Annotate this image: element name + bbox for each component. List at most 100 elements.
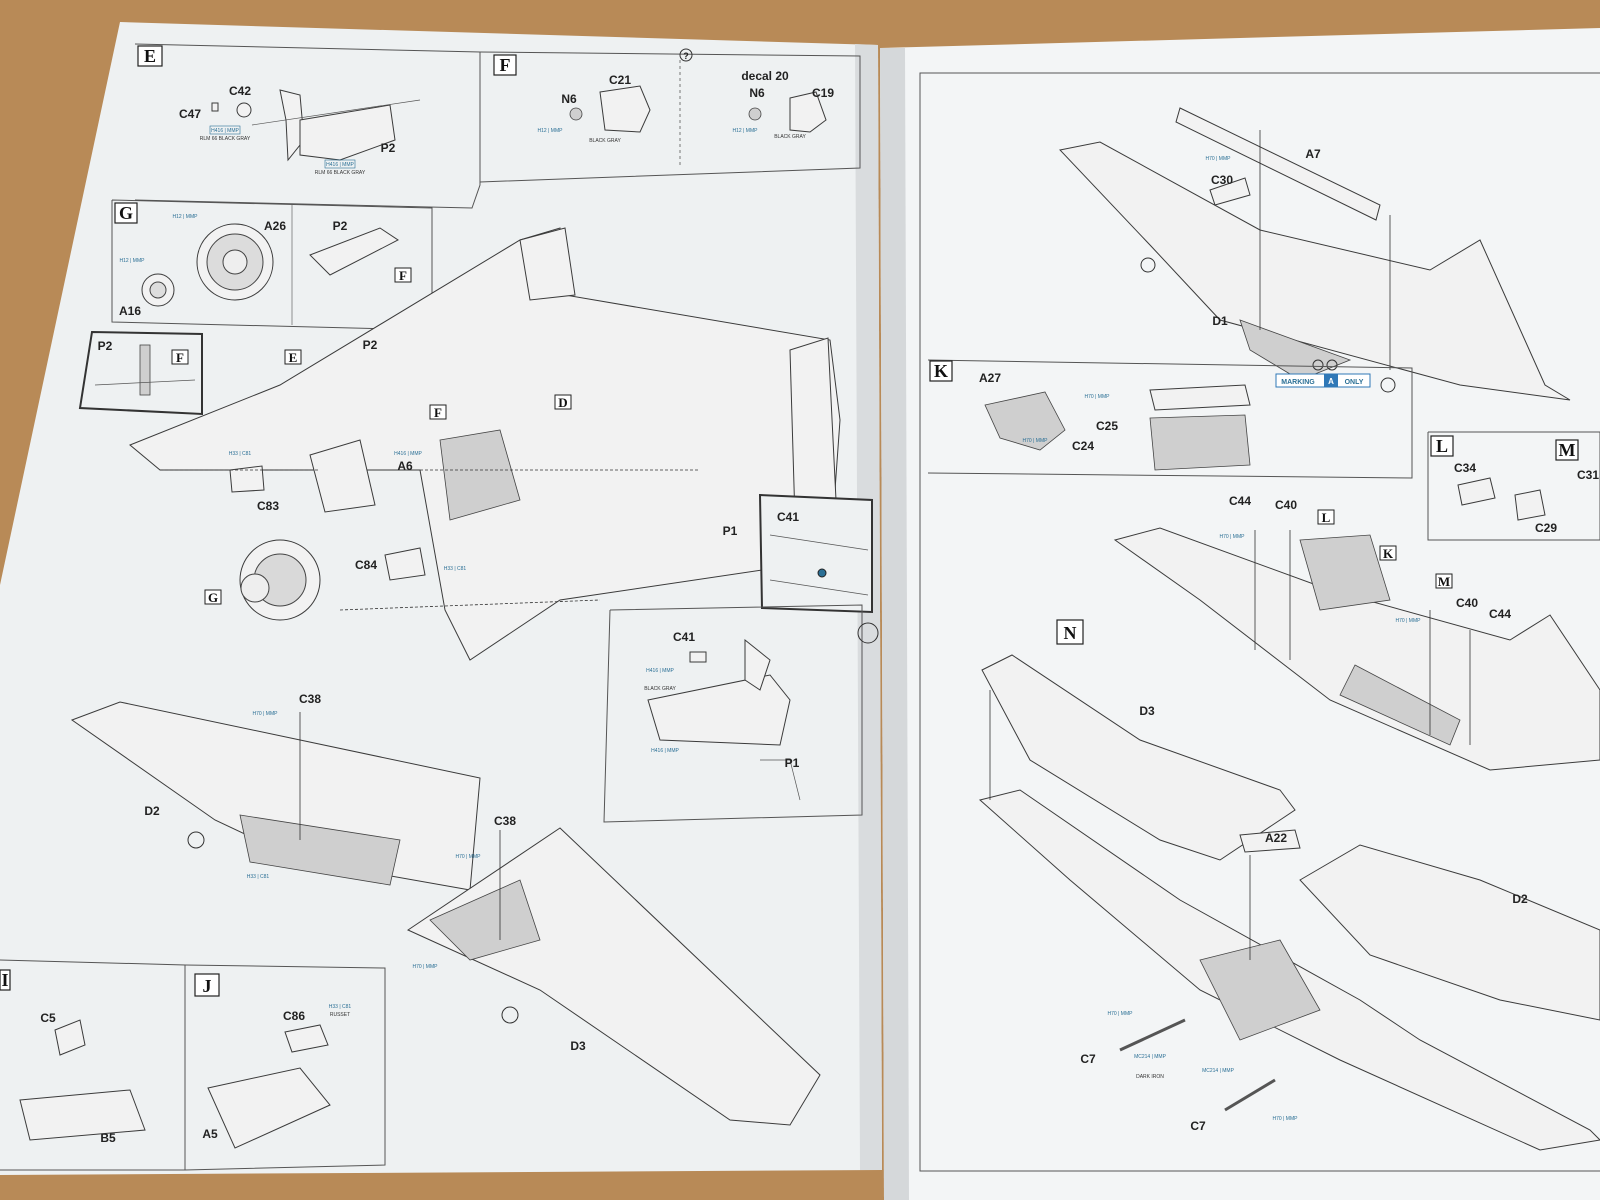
svg-text:C42: C42 <box>229 84 251 98</box>
svg-text:D2: D2 <box>144 804 160 818</box>
svg-text:BLACK GRAY: BLACK GRAY <box>589 138 621 144</box>
svg-text:D2: D2 <box>1512 892 1528 906</box>
svg-text:C44: C44 <box>1229 494 1251 508</box>
part-c42 <box>236 102 252 118</box>
c41-detail-inset: C41 <box>758 493 873 614</box>
svg-text:P2: P2 <box>363 338 378 352</box>
right-page-frame <box>919 72 1600 1172</box>
marking-a-only-badge: MARKING A ONLY <box>1275 359 1371 388</box>
svg-text:C38: C38 <box>299 692 321 706</box>
svg-text:A16: A16 <box>119 304 141 318</box>
svg-text:L: L <box>1322 510 1331 525</box>
paint-callout: H70 | MMP H33 | C81 <box>247 711 278 880</box>
step-f-panel: F ? C21 N6 decal 20 N6 C19 H12 | MMP BLA… <box>479 48 861 183</box>
svg-text:H70 | MMP: H70 | MMP <box>1273 1116 1299 1122</box>
svg-text:P1: P1 <box>785 756 800 770</box>
svg-text:C86: C86 <box>283 1009 305 1023</box>
svg-text:D1: D1 <box>1212 314 1228 328</box>
left-page <box>0 22 882 1175</box>
svg-text:P2: P2 <box>98 339 113 353</box>
svg-text:F: F <box>434 405 442 420</box>
svg-text:H70 | MMP: H70 | MMP <box>1023 438 1049 444</box>
part-c30 <box>1209 177 1251 206</box>
svg-text:H416 | MMP: H416 | MMP <box>651 748 679 754</box>
svg-text:RLM 66 BLACK GRAY: RLM 66 BLACK GRAY <box>315 170 366 176</box>
svg-text:A7: A7 <box>1305 147 1321 161</box>
svg-text:C83: C83 <box>257 499 279 513</box>
svg-text:C21: C21 <box>609 73 631 87</box>
svg-text:H12 | MMP: H12 | MMP <box>733 128 759 134</box>
part-a16 <box>141 273 175 307</box>
svg-text:A5: A5 <box>202 1127 218 1141</box>
svg-text:B5: B5 <box>100 1131 116 1145</box>
step-j-panel: J C86 A5 H33 | C81 RUSSET <box>184 964 386 1171</box>
part-c86 <box>284 1024 329 1053</box>
step-e-panel: E C42 C47 P2 H416 | MMP RLM 66 BLACK GRA… <box>134 43 481 209</box>
step-j-letter: J <box>203 976 212 996</box>
step-e-letter: E <box>144 46 156 66</box>
fuselage-panel-p2 <box>299 104 396 161</box>
svg-text:H70 | MMP: H70 | MMP <box>456 854 482 860</box>
svg-text:F: F <box>176 350 184 365</box>
svg-text:DARK IRON: DARK IRON <box>1136 1074 1164 1080</box>
svg-text:H70 | MMP: H70 | MMP <box>1085 394 1111 400</box>
svg-text:D3: D3 <box>1139 704 1155 718</box>
svg-text:H416 | MMP: H416 | MMP <box>646 668 674 674</box>
paint-callout: H33 | C81 H416 | MMP H33 | C81 <box>229 451 467 572</box>
part-k-fitted <box>1299 534 1391 611</box>
svg-text:C30: C30 <box>1211 173 1233 187</box>
svg-text:C7: C7 <box>1080 1052 1096 1066</box>
part-c21 <box>599 85 651 133</box>
svg-text:C44: C44 <box>1489 607 1511 621</box>
paint-callout: H70 | MMP MC214 | MMP DARK IRON MC214 | … <box>1108 1011 1299 1122</box>
svg-text:A: A <box>1328 377 1334 386</box>
step-k-letter: K <box>934 361 948 381</box>
step-l-m-panel: L M C34 C29 C31 <box>1427 431 1600 541</box>
paint-callout: H416 | MMP BLACK GRAY H416 | MMP <box>644 668 679 754</box>
cockpit-tub-a6 <box>439 429 521 521</box>
engine-g-lower <box>239 539 321 621</box>
svg-text:A27: A27 <box>979 371 1001 385</box>
svg-text:H416 | MMP: H416 | MMP <box>211 128 239 134</box>
svg-text:decal 20: decal 20 <box>741 69 789 83</box>
svg-text:H33 | C81: H33 | C81 <box>247 874 270 880</box>
svg-text:P2: P2 <box>381 141 396 155</box>
svg-text:C29: C29 <box>1535 521 1557 535</box>
c41-p1-panel: C41 P1 H416 | MMP BLACK GRAY H416 | MMP <box>603 604 879 823</box>
svg-text:H416 | MMP: H416 | MMP <box>394 451 422 457</box>
svg-text:A26: A26 <box>264 219 286 233</box>
part-c5 <box>54 1019 86 1056</box>
svg-text:F: F <box>399 268 407 283</box>
paint-callout: H33 | C81 RUSSET <box>329 1004 352 1018</box>
svg-text:C40: C40 <box>1275 498 1297 512</box>
part-c84 <box>384 547 426 581</box>
svg-text:H70 | MMP: H70 | MMP <box>1108 1011 1134 1017</box>
paint-callout: H70 | MMP H70 | MMP <box>413 854 482 970</box>
step-n-panel: N D3 A22 D2 C7 C7 H70 | MMP MC214 | MMP … <box>978 619 1600 1151</box>
svg-text:MC214 | MMP: MC214 | MMP <box>1134 1054 1167 1060</box>
step-g-letter: G <box>119 203 133 223</box>
engine-a26 <box>196 223 274 301</box>
svg-text:P2: P2 <box>333 219 348 233</box>
tail-fin <box>519 227 576 301</box>
step-g-panel: G A26 A16 P2 F H12 | MMP H12 | MMP <box>111 199 433 331</box>
paint-callout: H12 | MMP BLACK GRAY H12 | MMP BLACK GRA… <box>538 128 807 144</box>
wheel-well <box>239 814 401 886</box>
svg-text:H416 | MMP: H416 | MMP <box>326 162 354 168</box>
svg-text:E: E <box>289 350 298 365</box>
svg-text:H70 | MMP: H70 | MMP <box>1396 618 1422 624</box>
svg-text:A22: A22 <box>1265 831 1287 845</box>
part-a7 <box>1175 107 1381 221</box>
svg-text:C47: C47 <box>179 107 201 121</box>
svg-text:P1: P1 <box>723 524 738 538</box>
svg-text:A6: A6 <box>397 459 413 473</box>
part-b5 <box>19 1089 146 1141</box>
svg-text:N6: N6 <box>749 86 765 100</box>
svg-text:MC214 | MMP: MC214 | MMP <box>1202 1068 1235 1074</box>
step-k-panel: K A27 C25 C24 H70 | MMP H70 | MMP <box>927 359 1413 479</box>
svg-text:H70 | MMP: H70 | MMP <box>1206 156 1232 162</box>
part-a22 <box>1239 829 1301 853</box>
svg-text:D: D <box>558 395 567 410</box>
svg-text:K: K <box>1383 546 1394 561</box>
svg-text:H70 | MMP: H70 | MMP <box>413 964 439 970</box>
